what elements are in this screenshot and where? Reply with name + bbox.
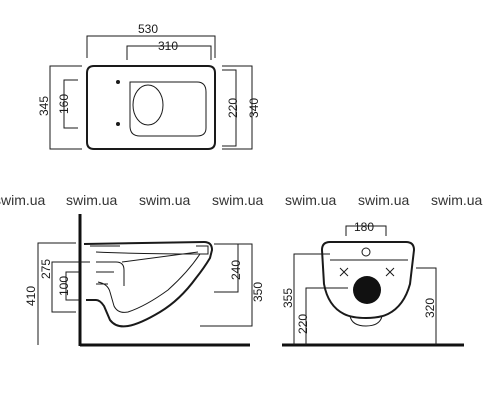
mount-mark-right bbox=[385, 267, 395, 277]
dim-line-340 bbox=[222, 65, 253, 150]
watermark-5: swim.ua bbox=[285, 192, 337, 208]
hinge-dot-top bbox=[116, 80, 120, 84]
front-view: 180 355 220 320 bbox=[281, 220, 464, 347]
side-view-bowl-outer bbox=[83, 240, 214, 328]
watermark-4: swim.ua bbox=[212, 192, 264, 208]
front-view-drain bbox=[353, 276, 381, 304]
dim-label-320: 320 bbox=[423, 298, 437, 318]
dim-label-220-top: 220 bbox=[226, 98, 240, 118]
dim-label-345: 345 bbox=[37, 96, 51, 116]
dim-line-355 bbox=[293, 253, 330, 345]
front-view-bowl-outline bbox=[320, 241, 416, 320]
dim-line-180 bbox=[345, 225, 387, 236]
dim-label-340: 340 bbox=[247, 98, 261, 118]
dim-line-220-top bbox=[222, 69, 237, 147]
watermark-7: swim.ua bbox=[431, 192, 483, 208]
watermark-row: swim.ua swim.ua swim.ua swim.ua swim.ua … bbox=[0, 192, 483, 208]
top-view-seat bbox=[129, 81, 207, 137]
dim-line-345 bbox=[49, 65, 82, 150]
watermark-2: swim.ua bbox=[66, 192, 118, 208]
dim-label-275: 275 bbox=[39, 259, 53, 279]
top-view: 530 310 345 160 220 340 bbox=[37, 22, 261, 150]
front-view-base bbox=[349, 315, 383, 327]
watermark-3: swim.ua bbox=[139, 192, 191, 208]
dim-line-350 bbox=[200, 243, 253, 327]
dim-label-220-front: 220 bbox=[296, 314, 310, 334]
dim-line-320 bbox=[416, 267, 437, 345]
dim-label-530: 530 bbox=[138, 22, 158, 36]
dim-line-275 bbox=[51, 261, 90, 313]
dim-label-310: 310 bbox=[158, 39, 178, 53]
side-view-flush-line bbox=[121, 251, 199, 263]
mount-mark-left bbox=[339, 267, 349, 277]
dim-label-160: 160 bbox=[57, 94, 71, 114]
front-view-top-port bbox=[361, 247, 371, 257]
dim-line-410 bbox=[37, 242, 76, 345]
hinge-dot-bottom bbox=[116, 122, 120, 126]
dim-line-220-front bbox=[305, 287, 348, 345]
dim-label-350: 350 bbox=[251, 282, 265, 302]
side-view-trap bbox=[96, 261, 125, 286]
dim-label-100: 100 bbox=[57, 276, 71, 296]
side-view-rim bbox=[90, 245, 209, 255]
side-view-bowl-inner bbox=[95, 251, 201, 313]
dim-label-410: 410 bbox=[24, 286, 38, 306]
watermark-1: swim.ua bbox=[0, 192, 46, 208]
watermark-6: swim.ua bbox=[358, 192, 410, 208]
dim-label-240: 240 bbox=[229, 260, 243, 280]
side-view: 410 275 100 240 350 bbox=[24, 214, 265, 347]
top-view-bowl-outline bbox=[86, 65, 216, 150]
dim-label-355: 355 bbox=[281, 288, 295, 308]
dim-line-160 bbox=[63, 79, 78, 129]
dim-line-530 bbox=[86, 35, 216, 58]
dim-line-100 bbox=[65, 271, 80, 301]
dim-line-310 bbox=[126, 45, 212, 60]
dim-label-180: 180 bbox=[354, 220, 374, 234]
top-view-drain bbox=[132, 84, 164, 126]
